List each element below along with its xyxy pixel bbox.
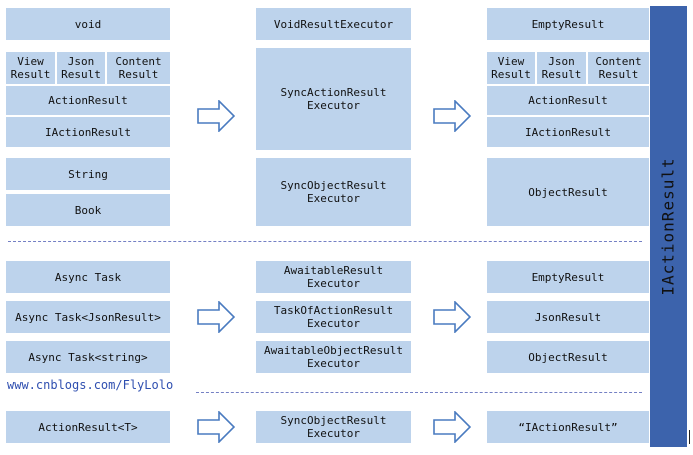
iaction-result-box: IActionResult xyxy=(6,117,170,147)
right-content-result-box: Content Result xyxy=(588,52,649,84)
sidebar-label: IActionResult xyxy=(659,157,679,296)
void-result-executor-box: VoidResultExecutor xyxy=(256,8,411,40)
dashed-separator-top xyxy=(8,241,642,242)
action-result-t-box: ActionResult<T> xyxy=(6,411,170,443)
async-task-string-box: Async Task<string> xyxy=(6,341,170,373)
async-task-jsonresult-box: Async Task<JsonResult> xyxy=(6,301,170,333)
json-result-box: Json Result xyxy=(57,52,105,84)
book-box: Book xyxy=(6,194,170,226)
sync-object-result-executor-box-2: SyncObjectResult Executor xyxy=(256,411,411,443)
empty-result-box: EmptyResult xyxy=(487,8,649,40)
awaitable-result-executor-box: AwaitableResult Executor xyxy=(256,261,411,293)
arrow-right-icon xyxy=(197,301,235,333)
task-of-action-result-executor-box: TaskOfActionResult Executor xyxy=(256,301,411,333)
sync-object-result-executor-box: SyncObjectResult Executor xyxy=(256,158,411,226)
void-box: void xyxy=(6,8,170,40)
iactionresult-sidebar: IActionResult xyxy=(650,6,687,447)
right-json-result-box: Json Result xyxy=(537,52,586,84)
action-result-box: ActionResult xyxy=(6,86,170,115)
right-iaction-result-box: IActionResult xyxy=(487,117,649,147)
arrow-right-icon xyxy=(433,411,471,443)
arrow-right-icon xyxy=(197,411,235,443)
right-view-result-box: View Result xyxy=(487,52,535,84)
sync-action-result-executor-box: SyncActionResult Executor xyxy=(256,48,411,150)
quoted-iaction-result-box: “IActionResult” xyxy=(487,411,649,443)
json-result-box-2: JsonResult xyxy=(487,301,649,333)
text-cursor xyxy=(689,430,690,444)
arrow-right-icon xyxy=(197,100,235,132)
dashed-separator-bottom xyxy=(196,392,642,393)
object-result-box: ObjectResult xyxy=(487,158,649,226)
awaitable-object-result-executor-box: AwaitableObjectResult Executor xyxy=(256,341,411,373)
async-task-box: Async Task xyxy=(6,261,170,293)
object-result-box-2: ObjectResult xyxy=(487,341,649,373)
arrow-right-icon xyxy=(433,301,471,333)
string-box: String xyxy=(6,158,170,190)
view-result-box: View Result xyxy=(6,52,55,84)
right-action-result-box: ActionResult xyxy=(487,86,649,115)
watermark-text: www.cnblogs.com/FlyLolo xyxy=(7,378,174,392)
empty-result-box-2: EmptyResult xyxy=(487,261,649,293)
arrow-right-icon xyxy=(433,100,471,132)
content-result-box: Content Result xyxy=(107,52,170,84)
